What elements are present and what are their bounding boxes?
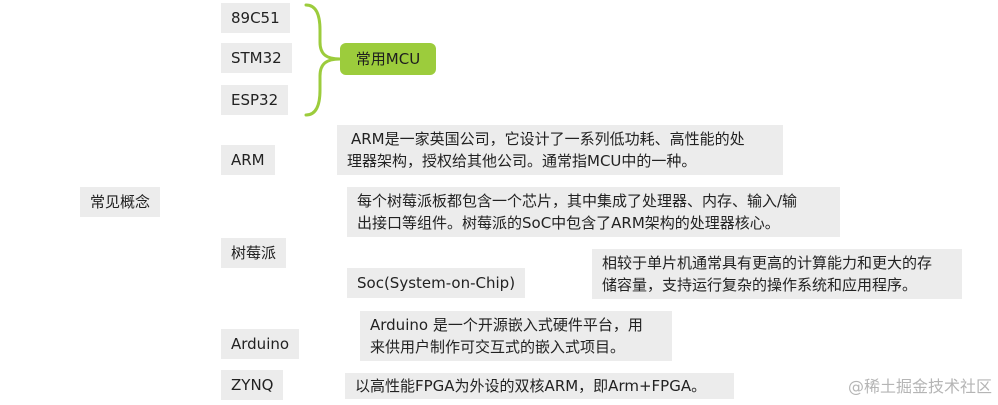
arm-note-line: ARM是一家英国公司，它设计了一系列低功耗、高性能的处 — [351, 130, 745, 148]
zynq-note: 以高性能FPGA为外设的双核ARM，即Arm+FPGA。 — [345, 373, 734, 399]
zynq-note-line: 以高性能FPGA为外设的双核ARM，即Arm+FPGA。 — [355, 377, 707, 395]
raspberry-note: 每个树莓派板都包含一个芯片，其中集成了处理器、内存、输入/输 出接口等组件。树莓… — [347, 187, 840, 237]
arm-note: ARM是一家英国公司，它设计了一系列低功耗、高性能的处 理器架构，授权给其他公司… — [337, 125, 783, 175]
soc-note-line: 相较于单片机通常具有更高的计算能力和更大的存 — [602, 254, 933, 272]
arm-label: ARM — [231, 151, 265, 169]
arduino-note: Arduino 是一个开源嵌入式硬件平台，用 来供用户制作可交互式的嵌入式项目。 — [360, 311, 672, 361]
arduino-note-line: Arduino 是一个开源嵌入式硬件平台，用 — [370, 316, 643, 334]
soc-note-line: 储容量，支持运行复杂的操作系统和应用程序。 — [602, 276, 918, 294]
raspberry-note-line: 出接口等组件。树莓派的SoC中包含了ARM架构的处理器核心。 — [357, 214, 780, 232]
mcu-group-label: 常用MCU — [340, 43, 436, 75]
mcu-item-stm32: STM32 — [221, 43, 292, 73]
arduino-note-line: 来供用户制作可交互式的嵌入式项目。 — [370, 338, 626, 356]
arm-note-line: 理器架构，授权给其他公司。通常指MCU中的一种。 — [347, 152, 697, 170]
arduino-label: Arduino — [231, 335, 290, 353]
zynq-label: ZYNQ — [231, 376, 274, 394]
root-label: 常见概念 — [90, 193, 151, 211]
mcu-item-89c51: 89C51 — [221, 3, 290, 33]
raspberry-note-line: 每个树莓派板都包含一个芯片，其中集成了处理器、内存、输入/输 — [357, 192, 798, 210]
mcu-label-text: 常用MCU — [355, 50, 421, 68]
raspberry-node: 树莓派 — [221, 238, 287, 268]
soc-label: Soc(System-on-Chip) — [357, 274, 516, 292]
watermark: @稀土掘金技术社区 — [847, 377, 992, 396]
soc-note: 相较于单片机通常具有更高的计算能力和更大的存 储容量，支持运行复杂的操作系统和应… — [592, 249, 962, 299]
mcu-item-label: 89C51 — [231, 9, 280, 27]
zynq-node: ZYNQ — [221, 370, 284, 400]
arduino-node: Arduino — [221, 329, 300, 359]
root-node: 常见概念 — [80, 187, 161, 217]
arm-node: ARM — [221, 145, 275, 175]
mcu-item-label: STM32 — [231, 49, 282, 67]
raspberry-label: 树莓派 — [231, 244, 277, 262]
mcu-item-label: ESP32 — [231, 91, 279, 109]
soc-node: Soc(System-on-Chip) — [347, 268, 526, 298]
mcu-item-esp32: ESP32 — [221, 85, 289, 115]
